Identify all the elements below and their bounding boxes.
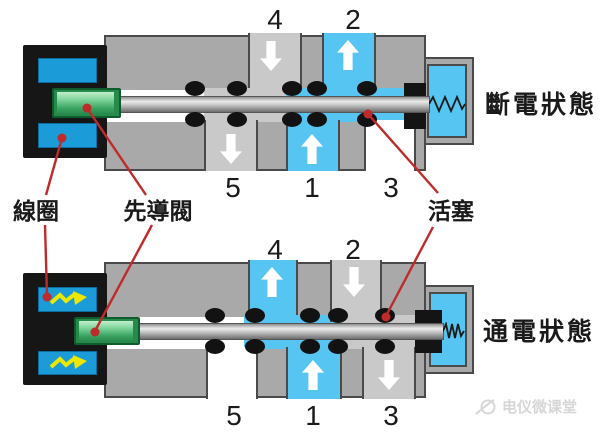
coil-winding: [38, 287, 97, 312]
port-label-5: 5: [226, 400, 242, 431]
piston-seal: [375, 308, 395, 323]
port-label-4: 4: [267, 234, 283, 265]
port-label-2: 2: [345, 4, 361, 35]
spool-seal: [185, 112, 205, 127]
watermark-logo-icon: [475, 398, 496, 415]
port-label-4: 4: [267, 4, 283, 35]
piston-seal: [357, 81, 377, 96]
coil-winding: [38, 123, 97, 148]
spool-seal: [205, 308, 225, 323]
port-label-5: 5: [225, 172, 241, 203]
spool-seal: [328, 308, 348, 323]
watermark: 电仪微课堂: [474, 396, 577, 417]
spool-seal: [300, 339, 320, 354]
spool-seal: [300, 308, 320, 323]
coil-winding: [38, 58, 97, 83]
callout-piston: 活塞: [428, 198, 474, 224]
spool-seal: [307, 81, 327, 96]
spool-rod: [116, 96, 430, 113]
port-label-3: 3: [383, 400, 399, 431]
spool-seal: [245, 339, 265, 354]
spool-seal: [227, 81, 247, 96]
spool-seal: [185, 81, 205, 96]
spool-seal: [328, 339, 348, 354]
pilot-plunger-core: [79, 321, 133, 341]
callout-coil: 線圈: [13, 198, 59, 224]
port-label-1: 1: [304, 172, 320, 203]
spring-chamber-cavity: [427, 64, 467, 138]
spool-seal: [205, 339, 225, 354]
port-label-1: 1: [305, 400, 321, 431]
piston-seal: [357, 112, 377, 127]
pilot-plunger-core: [57, 92, 114, 114]
spool-seal: [227, 112, 247, 127]
spool-rod: [130, 323, 444, 340]
watermark-text: 电仪微课堂: [502, 399, 578, 416]
coil-winding: [38, 351, 97, 375]
spool-seal: [282, 81, 302, 96]
piston-seal: [375, 339, 395, 354]
port-5-channel: [206, 347, 258, 399]
port-label-2: 2: [345, 234, 361, 265]
spool-seal: [282, 112, 302, 127]
state-label-energized: 通電狀態: [482, 318, 596, 346]
spool-seal: [245, 308, 265, 323]
callout-pilot-valve: 先導閥: [123, 198, 193, 224]
state-label-deenergized: 斷電狀態: [484, 91, 598, 119]
port-label-3: 3: [383, 172, 399, 203]
spool-seal: [307, 112, 327, 127]
